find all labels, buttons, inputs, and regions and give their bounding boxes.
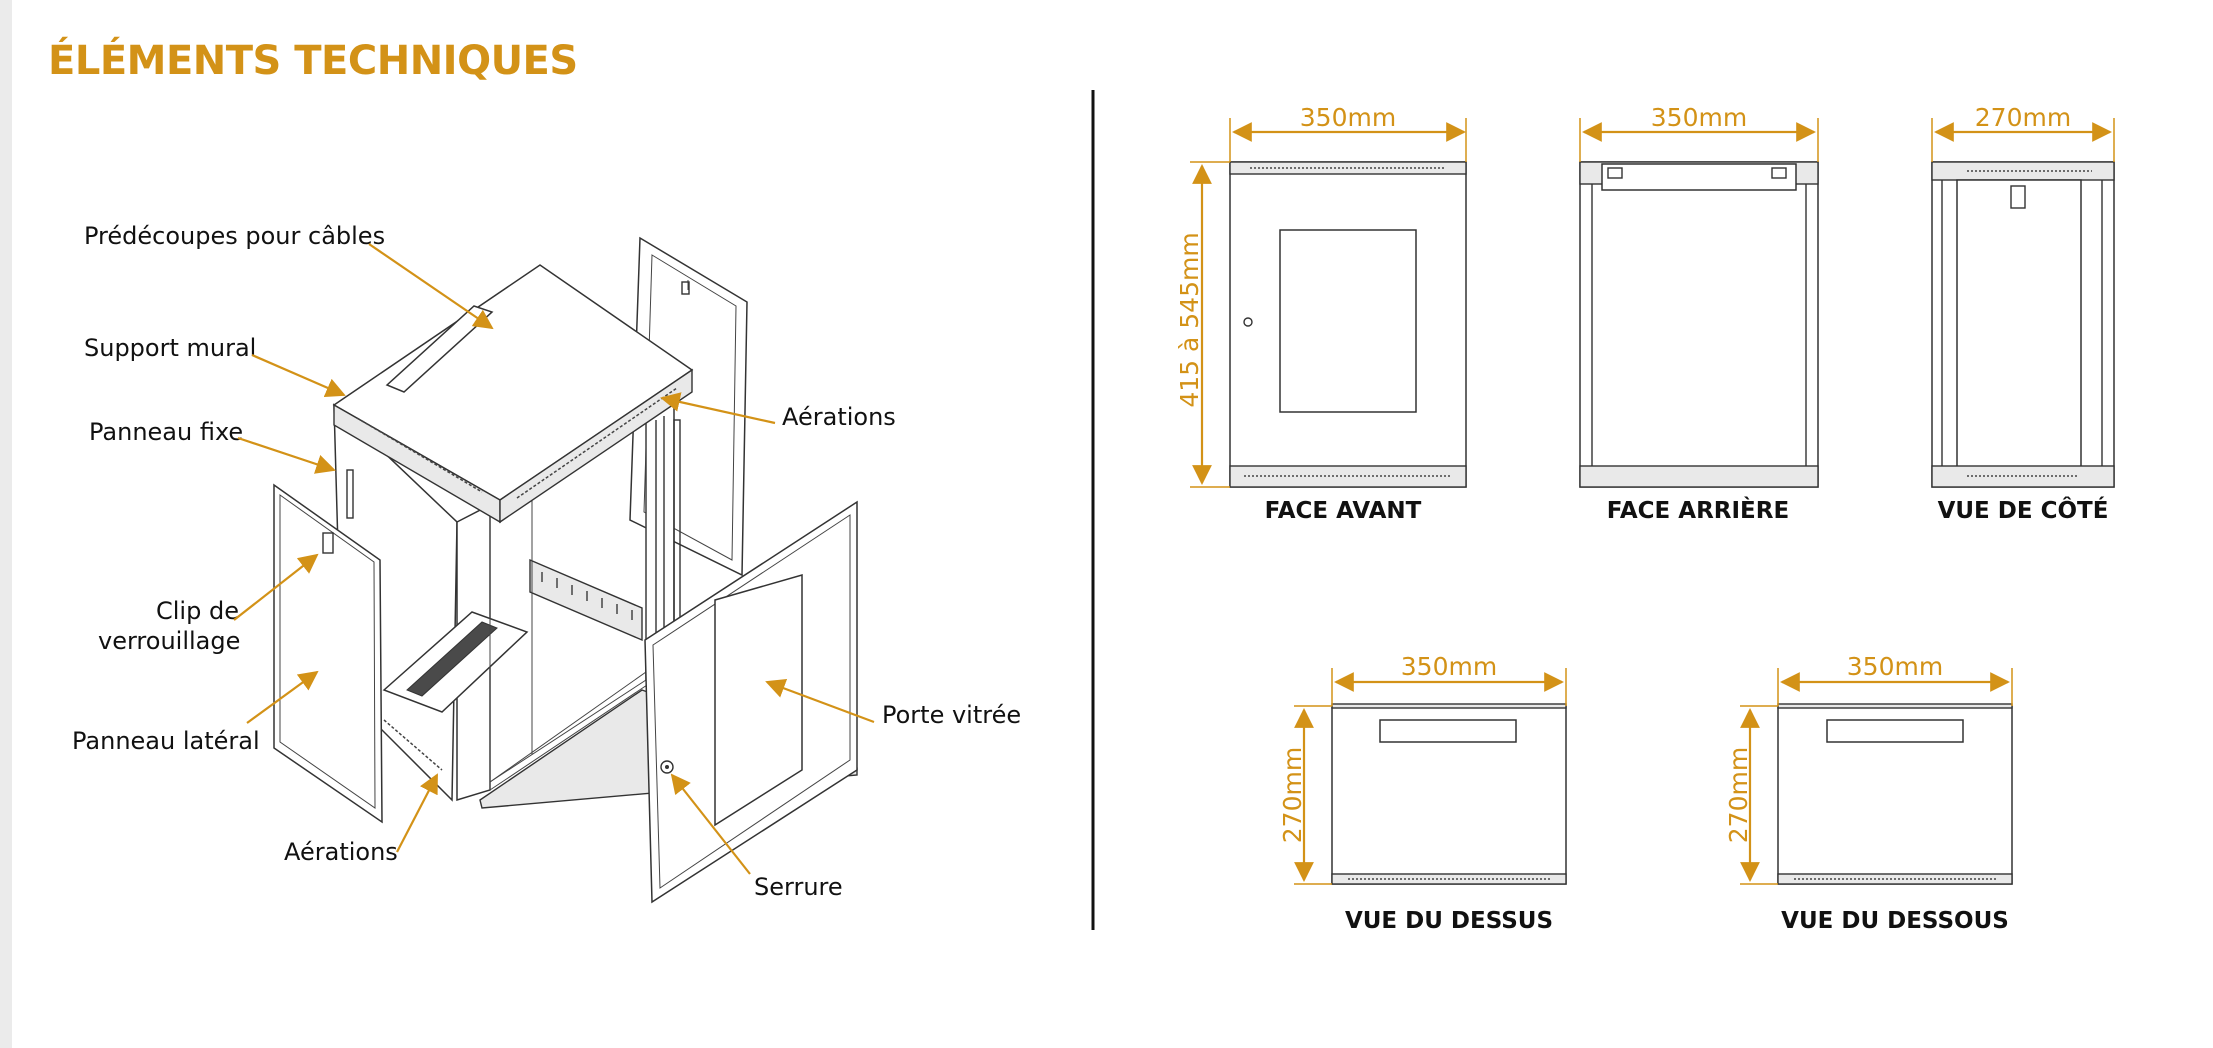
view-label-vue-du-dessus: VUE DU DESSUS xyxy=(1345,908,1553,934)
view-label-face-avant: FACE AVANT xyxy=(1265,498,1422,524)
rail-holes xyxy=(541,572,633,620)
leader-aerations-bottom xyxy=(396,773,438,853)
dim-depth-label: 270mm xyxy=(1724,747,1753,843)
dim-height-label: 415 à 545mm xyxy=(1175,232,1204,407)
view-vue-du-dessus: 350mm 270mm VUE DU DESSUS xyxy=(1278,652,1567,934)
dim-width-label: 350mm xyxy=(1651,103,1747,132)
view-label-face-arriere: FACE ARRIÈRE xyxy=(1607,496,1789,524)
leader-support-mural xyxy=(251,353,346,397)
dim-width-label: 270mm xyxy=(1975,103,2071,132)
cable-knockout xyxy=(1379,719,1517,743)
page-title: ÉLÉMENTS TECHNIQUES xyxy=(48,38,578,84)
callout-aerations-top: Aérations xyxy=(782,403,896,431)
callout-serrure: Serrure xyxy=(754,873,843,901)
view-vue-de-cote: 270mm VUE DE CÔTÉ xyxy=(1931,103,2115,524)
leader-panneau-lateral xyxy=(246,670,319,724)
callout-porte-vitree: Porte vitrée xyxy=(882,701,1021,729)
dim-width-label: 350mm xyxy=(1847,652,1943,681)
callout-aerations-bottom: Aérations xyxy=(284,838,398,866)
leader-porte-vitree xyxy=(765,678,875,724)
leader-panneau-fixe xyxy=(237,436,336,474)
dim-depth-label: 270mm xyxy=(1278,747,1307,843)
callout-panneau-lateral: Panneau latéral xyxy=(72,727,260,755)
cable-knockout xyxy=(1826,719,1964,743)
top-vent-strips xyxy=(356,387,678,499)
callout-support-mural: Support mural xyxy=(84,334,256,362)
front-glass-door xyxy=(644,500,858,904)
dim-width-label: 350mm xyxy=(1401,652,1497,681)
callout-clip-line2: verrouillage xyxy=(98,627,240,655)
cabinet-isometric-drawing xyxy=(273,236,858,904)
callout-predecoupes: Prédécoupes pour câbles xyxy=(84,222,385,250)
technical-sheet: ÉLÉMENTS TECHNIQUES xyxy=(12,0,2213,1048)
leader-aerations-top xyxy=(660,392,776,425)
leader-serrure xyxy=(670,773,751,875)
callout-panneau-fixe: Panneau fixe xyxy=(89,418,243,446)
view-face-arriere: 350mm FACE ARRIÈRE xyxy=(1579,103,1819,524)
glass-window xyxy=(1279,229,1417,413)
technical-drawing: Prédécoupes pour câbles Support mural Pa… xyxy=(72,90,2115,934)
leader-predecoupes xyxy=(368,243,494,330)
dim-width-label: 350mm xyxy=(1300,103,1396,132)
view-face-avant: 350mm 415 à 545mm FACE AVANT xyxy=(1175,103,1467,524)
view-label-vue-de-cote: VUE DE CÔTÉ xyxy=(1938,496,2109,524)
callout-group: Prédécoupes pour câbles Support mural Pa… xyxy=(72,222,1021,901)
callout-clip-line1: Clip de xyxy=(156,597,239,625)
view-vue-du-dessous: 350mm 270mm VUE DU DESSOUS xyxy=(1724,652,2013,934)
view-label-vue-du-dessous: VUE DU DESSOUS xyxy=(1781,908,2009,934)
leader-clip xyxy=(233,553,319,621)
